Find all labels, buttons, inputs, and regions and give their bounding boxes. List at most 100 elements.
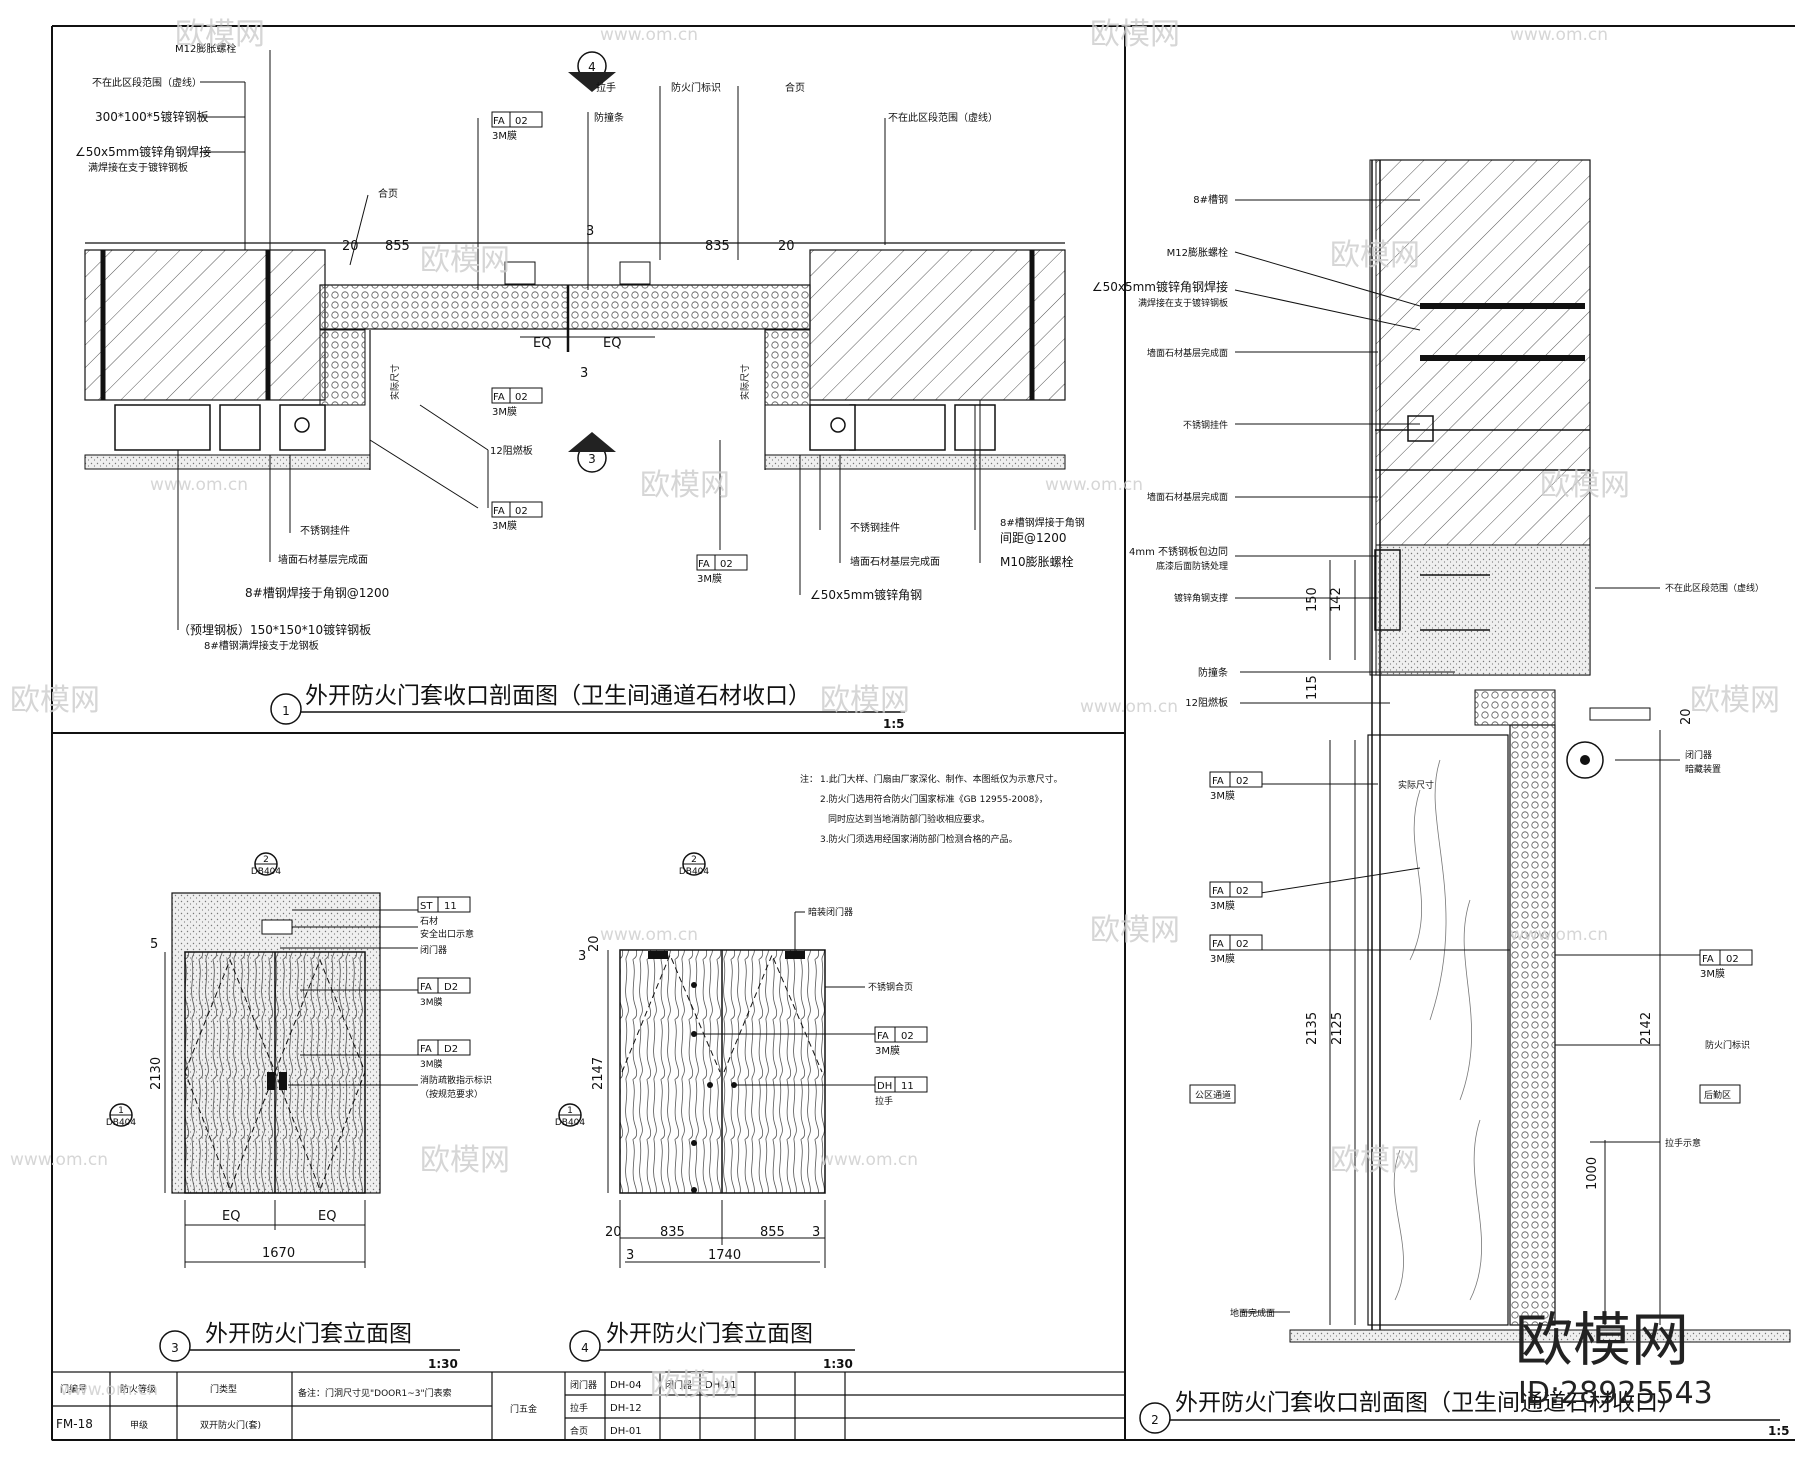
svg-text:FA: FA xyxy=(698,559,710,570)
svg-text:欧模网: 欧模网 xyxy=(420,243,510,278)
label-plate-b2: 8#槽钢满焊接支于龙钢板 xyxy=(204,639,319,652)
drawing-4-scale: 1:30 xyxy=(823,1357,853,1371)
svg-text:www.om.cn: www.om.cn xyxy=(10,1150,108,1170)
label-hinge: 不锈钢合页 xyxy=(868,981,913,993)
dim: 3 xyxy=(626,1248,634,1263)
svg-text:欧模网: 欧模网 xyxy=(650,1368,740,1403)
label-back: 后勤区 xyxy=(1704,1089,1731,1101)
dim: 1670 xyxy=(262,1246,295,1261)
table-cell: 拉手 xyxy=(570,1402,588,1414)
svg-text:欧模网: 欧模网 xyxy=(10,683,100,718)
dim: EQ xyxy=(222,1209,240,1224)
svg-text:3M膜: 3M膜 xyxy=(492,130,517,142)
label-rebar: 镀锌角钢支撑 xyxy=(1174,592,1228,604)
note-line: 2.防火门选用符合防火门国家标准《GB 12955-2008》， xyxy=(820,793,1048,805)
svg-text:02: 02 xyxy=(901,1031,914,1042)
table-remark: 备注：门洞尺寸见"DOOR1~3"门表索 xyxy=(298,1387,452,1399)
svg-text:www.om.cn: www.om.cn xyxy=(1510,925,1608,945)
svg-text:欧模网: 欧模网 xyxy=(1330,238,1420,273)
tag-dh11: DH 11 拉手 xyxy=(874,1076,928,1107)
svg-text:欧模网: 欧模网 xyxy=(1090,913,1180,948)
dim: EQ xyxy=(603,336,621,351)
svg-text:FA: FA xyxy=(1212,939,1224,950)
svg-text:3M膜: 3M膜 xyxy=(492,520,517,532)
svg-text:3M膜: 3M膜 xyxy=(697,573,722,585)
label-hinge-right: 合页 xyxy=(785,81,805,94)
svg-text:欧模网: 欧模网 xyxy=(1330,1143,1420,1178)
drawing-3-number: 3 xyxy=(171,1341,179,1355)
label-hidden: 不在此区段范围（虚线） xyxy=(1665,582,1764,594)
svg-text:www.om.cn: www.om.cn xyxy=(1080,697,1178,717)
label-sign: 防火门标识 xyxy=(1705,1039,1750,1051)
zone-public-box xyxy=(1189,1084,1236,1104)
dim: 20 xyxy=(342,239,359,254)
notes: 注： 1.此门大样、门扇由厂家深化、制作、本图纸仅为示意尺寸。 2.防火门选用符… xyxy=(800,773,1063,845)
section-marker-4 xyxy=(568,51,616,92)
section-marker-3 xyxy=(568,432,616,473)
notes-prefix: 注： xyxy=(800,773,818,785)
svg-text:FA: FA xyxy=(493,392,505,403)
tag-fa02: FA 02 3M膜 xyxy=(696,554,748,585)
dim: 20 xyxy=(605,1225,622,1240)
svg-text:石材: 石材 xyxy=(420,915,438,927)
drawing-3-title: 外开防火门套立面图 xyxy=(205,1321,412,1347)
brand-id: ID:28925543 xyxy=(1518,1376,1713,1411)
drawing-4-title: 外开防火门套立面图 xyxy=(606,1321,813,1347)
bubble-top-ref: DB404 xyxy=(679,867,710,877)
label-closer: 闭门器 xyxy=(420,944,447,956)
svg-text:欧模网: 欧模网 xyxy=(1540,468,1630,503)
label-closer: 暗装闭门器 xyxy=(808,906,853,918)
bubble-top-ref: DB404 xyxy=(251,867,282,877)
svg-text:3M膜: 3M膜 xyxy=(1210,900,1235,912)
dim: 2147 xyxy=(591,1057,606,1090)
table-cell: 闭门器 xyxy=(665,1379,692,1391)
label-ss-left: 不锈钢挂件 xyxy=(300,524,350,537)
table-cell: 甲级 xyxy=(130,1419,148,1431)
svg-text:11: 11 xyxy=(444,901,457,912)
dim: 1740 xyxy=(708,1248,741,1263)
label-exit: 安全出口示意 xyxy=(420,928,474,940)
label-core: 12阻燃板 xyxy=(490,444,533,457)
drawing-2-number: 2 xyxy=(1151,1413,1159,1427)
label-hw-1: 消防疏散指示标识 xyxy=(420,1074,492,1086)
label-seal: 防撞条 xyxy=(594,111,624,124)
svg-text:02: 02 xyxy=(1236,886,1249,897)
svg-text:02: 02 xyxy=(515,392,528,403)
svg-text:02: 02 xyxy=(515,116,528,127)
dim: 2125 xyxy=(1330,1012,1345,1045)
bubble-side-ref: DB404 xyxy=(555,1118,586,1128)
section-marker-4-num: 4 xyxy=(588,60,596,74)
label-hidden-line: 不在此区段范围（虚线） xyxy=(92,76,202,89)
table-cell: DH-11 xyxy=(705,1380,737,1391)
drawing-2-number-circle xyxy=(1139,1402,1171,1434)
dim: 3 xyxy=(580,366,588,381)
label-angle-a: ∠50x5mm镀锌角钢焊接 xyxy=(75,144,211,159)
svg-text:D2: D2 xyxy=(444,982,458,993)
dim: 835 xyxy=(660,1225,685,1240)
label-hw-2: （按规范要求） xyxy=(420,1088,483,1100)
table-cell: FM-18 xyxy=(56,1417,93,1431)
dim: 3 xyxy=(586,224,594,239)
label-m12: M12膨胀螺栓 xyxy=(175,42,236,55)
svg-text:欧模网: 欧模网 xyxy=(420,1143,510,1178)
label-steel-plate: 300*100*5镀锌钢板 xyxy=(95,110,208,124)
table-cell: 合页 xyxy=(570,1425,588,1437)
bubble-top-num: 2 xyxy=(263,855,269,865)
table-hw-group: 门五金 xyxy=(510,1403,537,1415)
label-size-left: 实际尺寸 xyxy=(389,364,401,400)
label-channel-left: 8#槽钢焊接于角钢@1200 xyxy=(245,585,389,600)
svg-text:欧模网: 欧模网 xyxy=(1090,17,1180,52)
label-floor: 地面完成面 xyxy=(1230,1307,1275,1319)
svg-text:DH: DH xyxy=(877,1081,892,1092)
table-header: 门编号 xyxy=(60,1383,87,1395)
svg-text:FA: FA xyxy=(493,116,505,127)
svg-text:ST: ST xyxy=(420,901,433,912)
svg-text:欧模网: 欧模网 xyxy=(820,683,910,718)
tag-st11: ST 11 石材 xyxy=(417,896,471,927)
svg-text:欧模网: 欧模网 xyxy=(175,17,265,52)
svg-text:FA: FA xyxy=(420,982,432,993)
label-sign: 防火门标识 xyxy=(671,81,721,94)
door-schedule-table: 门编号 防火等级 门类型 FM-18 甲级 双开防火门(套) 备注：门洞尺寸见"… xyxy=(51,1371,1126,1441)
dim: 2130 xyxy=(149,1057,164,1090)
label-seal: 防撞条 xyxy=(1198,666,1228,679)
